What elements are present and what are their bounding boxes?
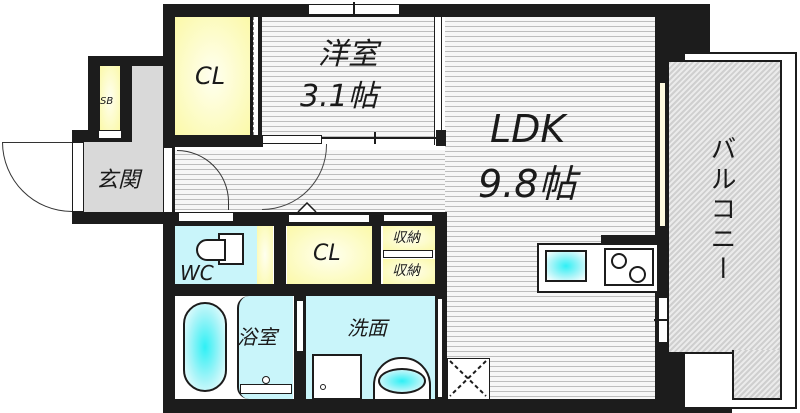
- entrance-step: [163, 147, 173, 215]
- entrance-door-frame: [72, 142, 84, 212]
- closet-top-door[interactable]: [250, 17, 262, 135]
- entrance-wall-bottom: [72, 212, 172, 224]
- closet-top[interactable]: [175, 17, 250, 135]
- burner-icon: [611, 253, 627, 269]
- bathroom-label: 浴室: [237, 325, 277, 349]
- drain-icon: [320, 384, 326, 390]
- bathtub-icon: [183, 302, 227, 392]
- closet-top-label: CL: [195, 62, 226, 90]
- wc-cl-wall: [274, 226, 286, 286]
- drain-icon: [262, 376, 270, 384]
- storage-1[interactable]: [383, 226, 435, 250]
- ldk-floor[interactable]: [445, 17, 655, 399]
- closet-middle-door[interactable]: [288, 214, 370, 223]
- western-room-size: 3.1帖: [300, 79, 378, 114]
- cl-storage-wall: [372, 226, 381, 286]
- toilet-label: WC: [180, 261, 214, 285]
- western-room-floor[interactable]: [262, 17, 440, 137]
- door-arrow-icon: [297, 202, 317, 212]
- window-mullion: [353, 2, 355, 17]
- closet-middle[interactable]: [287, 226, 372, 284]
- wc-door[interactable]: [178, 212, 234, 222]
- door-stop: [374, 132, 376, 144]
- x-mark-icon: [449, 360, 487, 397]
- middle-band-wall-bottom: [163, 284, 445, 296]
- closet-middle-label: CL: [313, 241, 341, 266]
- western-room-door[interactable]: [262, 135, 322, 144]
- bathroom-door[interactable]: [296, 300, 304, 352]
- ldk-size: 9.8帖: [478, 162, 577, 206]
- entrance-label: 玄関: [96, 168, 141, 193]
- kitchen-sink: [545, 250, 587, 282]
- western-room-pillar: [436, 130, 446, 146]
- storage-2[interactable]: [383, 259, 435, 284]
- storage-door-2[interactable]: [383, 250, 433, 258]
- ldk-window-upper[interactable]: [659, 82, 666, 227]
- balcony-floor-lower[interactable]: [732, 350, 782, 400]
- washing-machine-pan: [312, 354, 362, 400]
- outer-wall-top: [163, 4, 673, 17]
- bathroom-drain-tray: [240, 384, 292, 394]
- sb-wall-left: [88, 56, 100, 141]
- toilet-storage[interactable]: [257, 226, 273, 284]
- balcony-label: バルコニー: [706, 135, 736, 285]
- storage-1-label: 収納: [392, 230, 420, 246]
- washroom-door[interactable]: [437, 298, 443, 398]
- balcony-floor[interactable]: [667, 60, 782, 354]
- shoe-box[interactable]: [100, 66, 120, 130]
- toilet-bowl-icon: [196, 239, 226, 261]
- burner-icon: [629, 266, 646, 283]
- washroom-label: 洗面: [347, 316, 387, 340]
- kitchen-wall-stub: [601, 235, 659, 245]
- outer-wall-bottom: [163, 399, 663, 413]
- sliding-track: [322, 137, 437, 139]
- basin-bowl-icon: [378, 368, 426, 394]
- ldk-label: LDK: [490, 107, 566, 151]
- closet-top-wall-bottom: [163, 135, 263, 147]
- storage-door-1[interactable]: [383, 214, 433, 222]
- shoe-box-door[interactable]: [98, 130, 122, 139]
- entrance-door-swing[interactable]: [2, 142, 72, 212]
- storage-2-label: 収納: [392, 263, 420, 279]
- stove: [604, 248, 654, 286]
- refrigerator-space: [447, 358, 490, 400]
- western-room-wall-right: [434, 17, 442, 145]
- sb-wall-right: [120, 56, 132, 141]
- shoe-box-label: SB: [100, 96, 114, 107]
- western-room-label: 洋室: [318, 37, 378, 72]
- window-mullion: [654, 319, 672, 321]
